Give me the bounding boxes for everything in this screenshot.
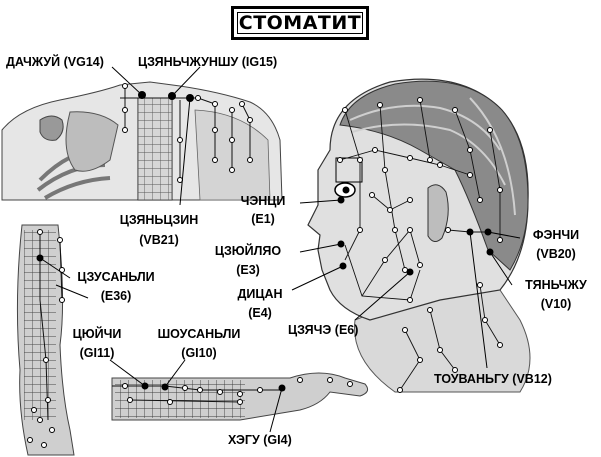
head-points — [337, 97, 503, 393]
head-figure — [291, 78, 531, 393]
label-shousanli-code: (GI10) — [181, 346, 217, 360]
label-tsyuichi-name: ЦЮЙЧИ — [72, 327, 122, 341]
arm-figure — [109, 359, 369, 433]
label-tsyuichi-code: (GI11) — [79, 346, 115, 360]
title-frame-inner: СТОМАТИТ — [237, 12, 363, 34]
label-chentsi-code: (E1) — [251, 212, 275, 226]
label-ditsan-code: (E4) — [248, 306, 272, 320]
label-tszyantszin-code: (VB21) — [139, 233, 179, 247]
label-tszusanli-name: ЦЗУСАНЬЛИ — [77, 270, 155, 284]
label-dazhui: ДАЧЖУЙ (VG14) — [6, 55, 104, 69]
diagram-title: СТОМАТИТ — [238, 11, 362, 34]
label-hegu: ХЭГУ (GI4) — [228, 433, 292, 447]
label-tszyantszin-name: ЦЗЯНЬЦЗИН — [119, 213, 199, 227]
label-fenchi-name: ФЭНЧИ — [532, 228, 580, 242]
label-tyanchzhu-name: ТЯНЬЧЖУ — [525, 278, 587, 292]
label-tszyuilyao-code: (E3) — [236, 263, 260, 277]
label-chentsi-name: ЧЭНЦИ — [240, 194, 286, 208]
leg-figure — [16, 224, 89, 456]
scapula — [65, 111, 119, 172]
label-tszyuilyao-name: ЦЗЮЙЛЯО — [214, 244, 282, 258]
ear — [427, 184, 449, 242]
title-frame: СТОМАТИТ — [231, 6, 369, 40]
label-tyanchzhu-code: (V10) — [540, 297, 572, 311]
label-tszusanli-code: (E36) — [100, 289, 132, 303]
back-figure — [1, 66, 283, 206]
label-ditsan-name: ДИЦАН — [237, 287, 283, 301]
shoulder-joint — [39, 115, 64, 141]
label-tszyache: ЦЗЯЧЭ (E6) — [288, 323, 359, 337]
label-shousanli-name: ШОУСАНЬЛИ — [157, 327, 241, 341]
label-touvangu: ТОУВАНЬГУ (VB12) — [434, 372, 552, 386]
label-tszyanzhunshu: ЦЗЯНЬЧЖУНШУ (IG15) — [138, 55, 278, 69]
neck — [354, 289, 531, 393]
label-fenchi-code: (VB20) — [536, 247, 576, 261]
